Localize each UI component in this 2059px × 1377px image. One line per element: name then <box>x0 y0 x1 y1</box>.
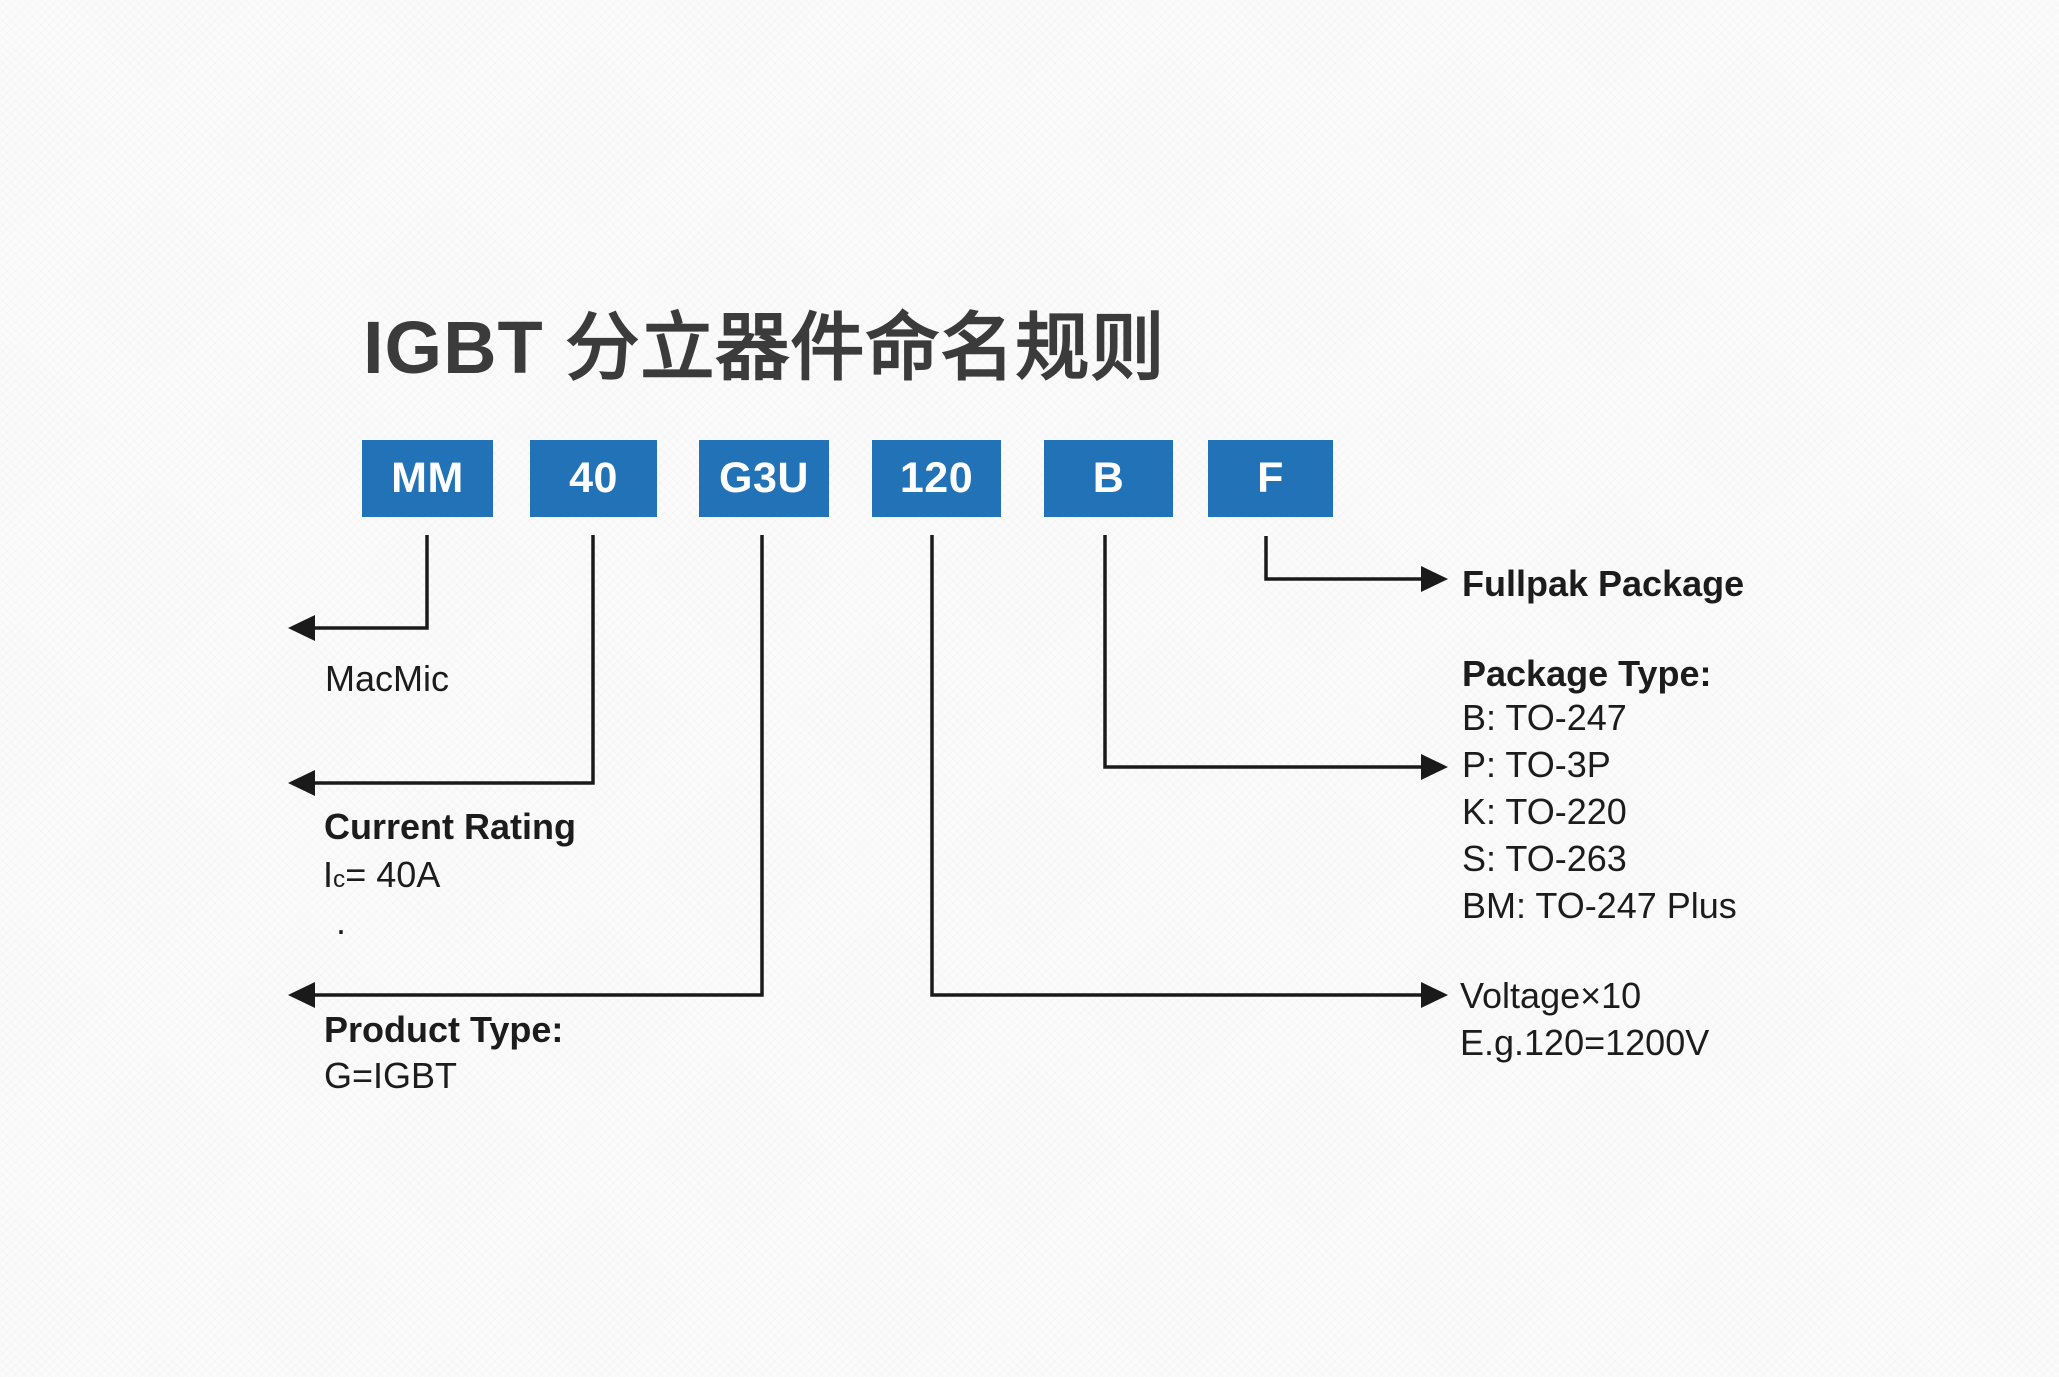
current-rating-title: Current Rating <box>324 806 576 847</box>
part-segment-label: G3U <box>719 454 809 502</box>
package-type-title: Package Type: <box>1462 653 1712 694</box>
voltage-note: Voltage×10 E.g.120=1200V <box>1460 972 1709 1066</box>
voltage-line2: E.g.120=1200V <box>1460 1022 1710 1063</box>
part-segment-current: 40 <box>530 440 657 517</box>
arrow-line-product <box>310 535 764 997</box>
package-type-item: S: TO-263 <box>1462 838 1627 879</box>
voltage-line1: Voltage×10 <box>1460 975 1642 1016</box>
product-type-value: G=IGBT <box>324 1055 458 1096</box>
arrowhead-right-package <box>1421 754 1448 780</box>
package-type-item: K: TO-220 <box>1462 791 1627 832</box>
part-segment-label: 120 <box>899 454 974 502</box>
part-segment-fullpak: F <box>1208 440 1333 517</box>
manufacturer-label: MacMic <box>325 658 449 699</box>
arrowhead-right-voltage <box>1421 982 1448 1008</box>
part-segment-voltage: 120 <box>872 440 1001 517</box>
part-segment-manufacturer: MM <box>362 440 493 517</box>
package-type-item: B: TO-247 <box>1462 697 1627 738</box>
arrow-line-macmic <box>310 535 429 630</box>
part-segment-label: F <box>1257 454 1284 502</box>
part-segment-label: MM <box>391 454 464 502</box>
current-rating-value: Ic= 40A <box>323 851 440 903</box>
part-segment-package: B <box>1044 440 1173 517</box>
diagram-title: IGBT 分立器件命名规则 <box>363 306 1166 389</box>
arrowhead-left-product <box>288 982 315 1008</box>
package-type-list: B: TO-247 P: TO-3P K: TO-220 S: TO-263 B… <box>1462 694 1737 929</box>
current-subscript: c <box>333 866 346 893</box>
part-segment-label: B <box>1092 454 1125 502</box>
part-segment-product-type: G3U <box>699 440 829 517</box>
product-type-title: Product Type: <box>324 1009 564 1050</box>
arrow-line-fullpak <box>1264 536 1425 581</box>
stray-dot: . <box>336 901 347 942</box>
arrowhead-left-current <box>288 770 315 796</box>
arrowhead-right-fullpak <box>1421 566 1448 592</box>
current-value: = 40A <box>345 854 441 895</box>
part-segment-label: 40 <box>569 454 618 502</box>
package-type-item: BM: TO-247 Plus <box>1462 885 1737 926</box>
arrowhead-left-macmic <box>288 615 315 641</box>
fullpak-package-label: Fullpak Package <box>1462 563 1745 604</box>
package-type-item: P: TO-3P <box>1462 744 1611 785</box>
arrow-line-voltage <box>930 535 1425 997</box>
current-symbol: I <box>323 854 334 895</box>
arrow-line-package <box>1103 535 1425 769</box>
